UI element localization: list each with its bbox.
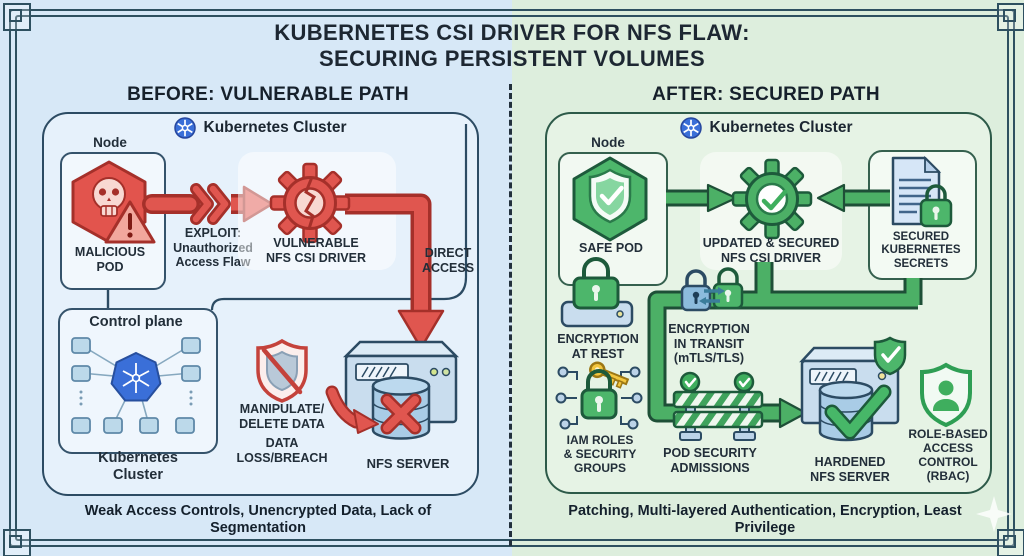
page-title: KUBERNETES CSI DRIVER FOR NFS FLAW: SECU… xyxy=(274,20,750,72)
pod-security-barrier-icon xyxy=(672,371,764,441)
secrets-to-driver-arrow xyxy=(816,183,890,213)
corner-ornament-top-left xyxy=(3,3,31,31)
kubernetes-logo-icon xyxy=(173,117,196,139)
before-node-label: Node xyxy=(93,135,127,150)
rbac-shield-icon xyxy=(920,362,972,428)
manipulate-label: MANIPULATE/DELETE DATA xyxy=(239,402,325,431)
panel-divider xyxy=(509,84,512,546)
corner-ornament-bottom-right xyxy=(997,529,1024,556)
secured-gear-icon xyxy=(731,158,813,240)
after-cluster-label: Kubernetes Cluster xyxy=(709,119,853,136)
corner-ornament-bottom-left xyxy=(3,529,31,556)
safe-pod-icon xyxy=(572,156,648,242)
malicious-pod-icon xyxy=(71,160,156,244)
direct-access-arrow xyxy=(345,193,445,350)
before-heading: BEFORE: VULNERABLE PATH xyxy=(127,84,409,105)
encryption-in-transit-icon xyxy=(680,267,744,312)
control-plane-title: Control plane xyxy=(89,314,183,330)
nfs-server-label: NFS SERVER xyxy=(366,456,450,471)
iam-roles-icon xyxy=(555,361,643,430)
after-caption: Patching, Multi-layered Authentication, … xyxy=(568,503,962,536)
shield-slash-icon xyxy=(256,338,308,403)
corner-ornament-top-right xyxy=(997,3,1024,31)
vulnerable-gear-icon xyxy=(269,162,351,244)
sparkle-decoration xyxy=(976,496,1012,532)
pod-to-driver-arrow xyxy=(666,183,738,213)
control-plane-diagram xyxy=(71,337,201,434)
before-cluster-header: Kubernetes Cluster xyxy=(120,117,400,139)
before-cluster-label: Kubernetes Cluster xyxy=(203,119,347,136)
after-node-label: Node xyxy=(591,135,625,150)
encryption-at-rest-icon xyxy=(560,257,634,328)
after-cluster-header: Kubernetes Cluster xyxy=(626,117,906,139)
kubernetes-logo-icon xyxy=(679,117,702,139)
nfs-server-icon xyxy=(325,340,460,440)
hardened-server-icon xyxy=(799,336,907,442)
safe-pod-label: SAFE POD xyxy=(579,241,643,255)
secured-secrets-icon xyxy=(891,155,953,228)
after-heading: AFTER: SECURED PATH xyxy=(652,84,880,105)
before-caption: Weak Access Controls, Unencrypted Data, … xyxy=(84,503,432,536)
